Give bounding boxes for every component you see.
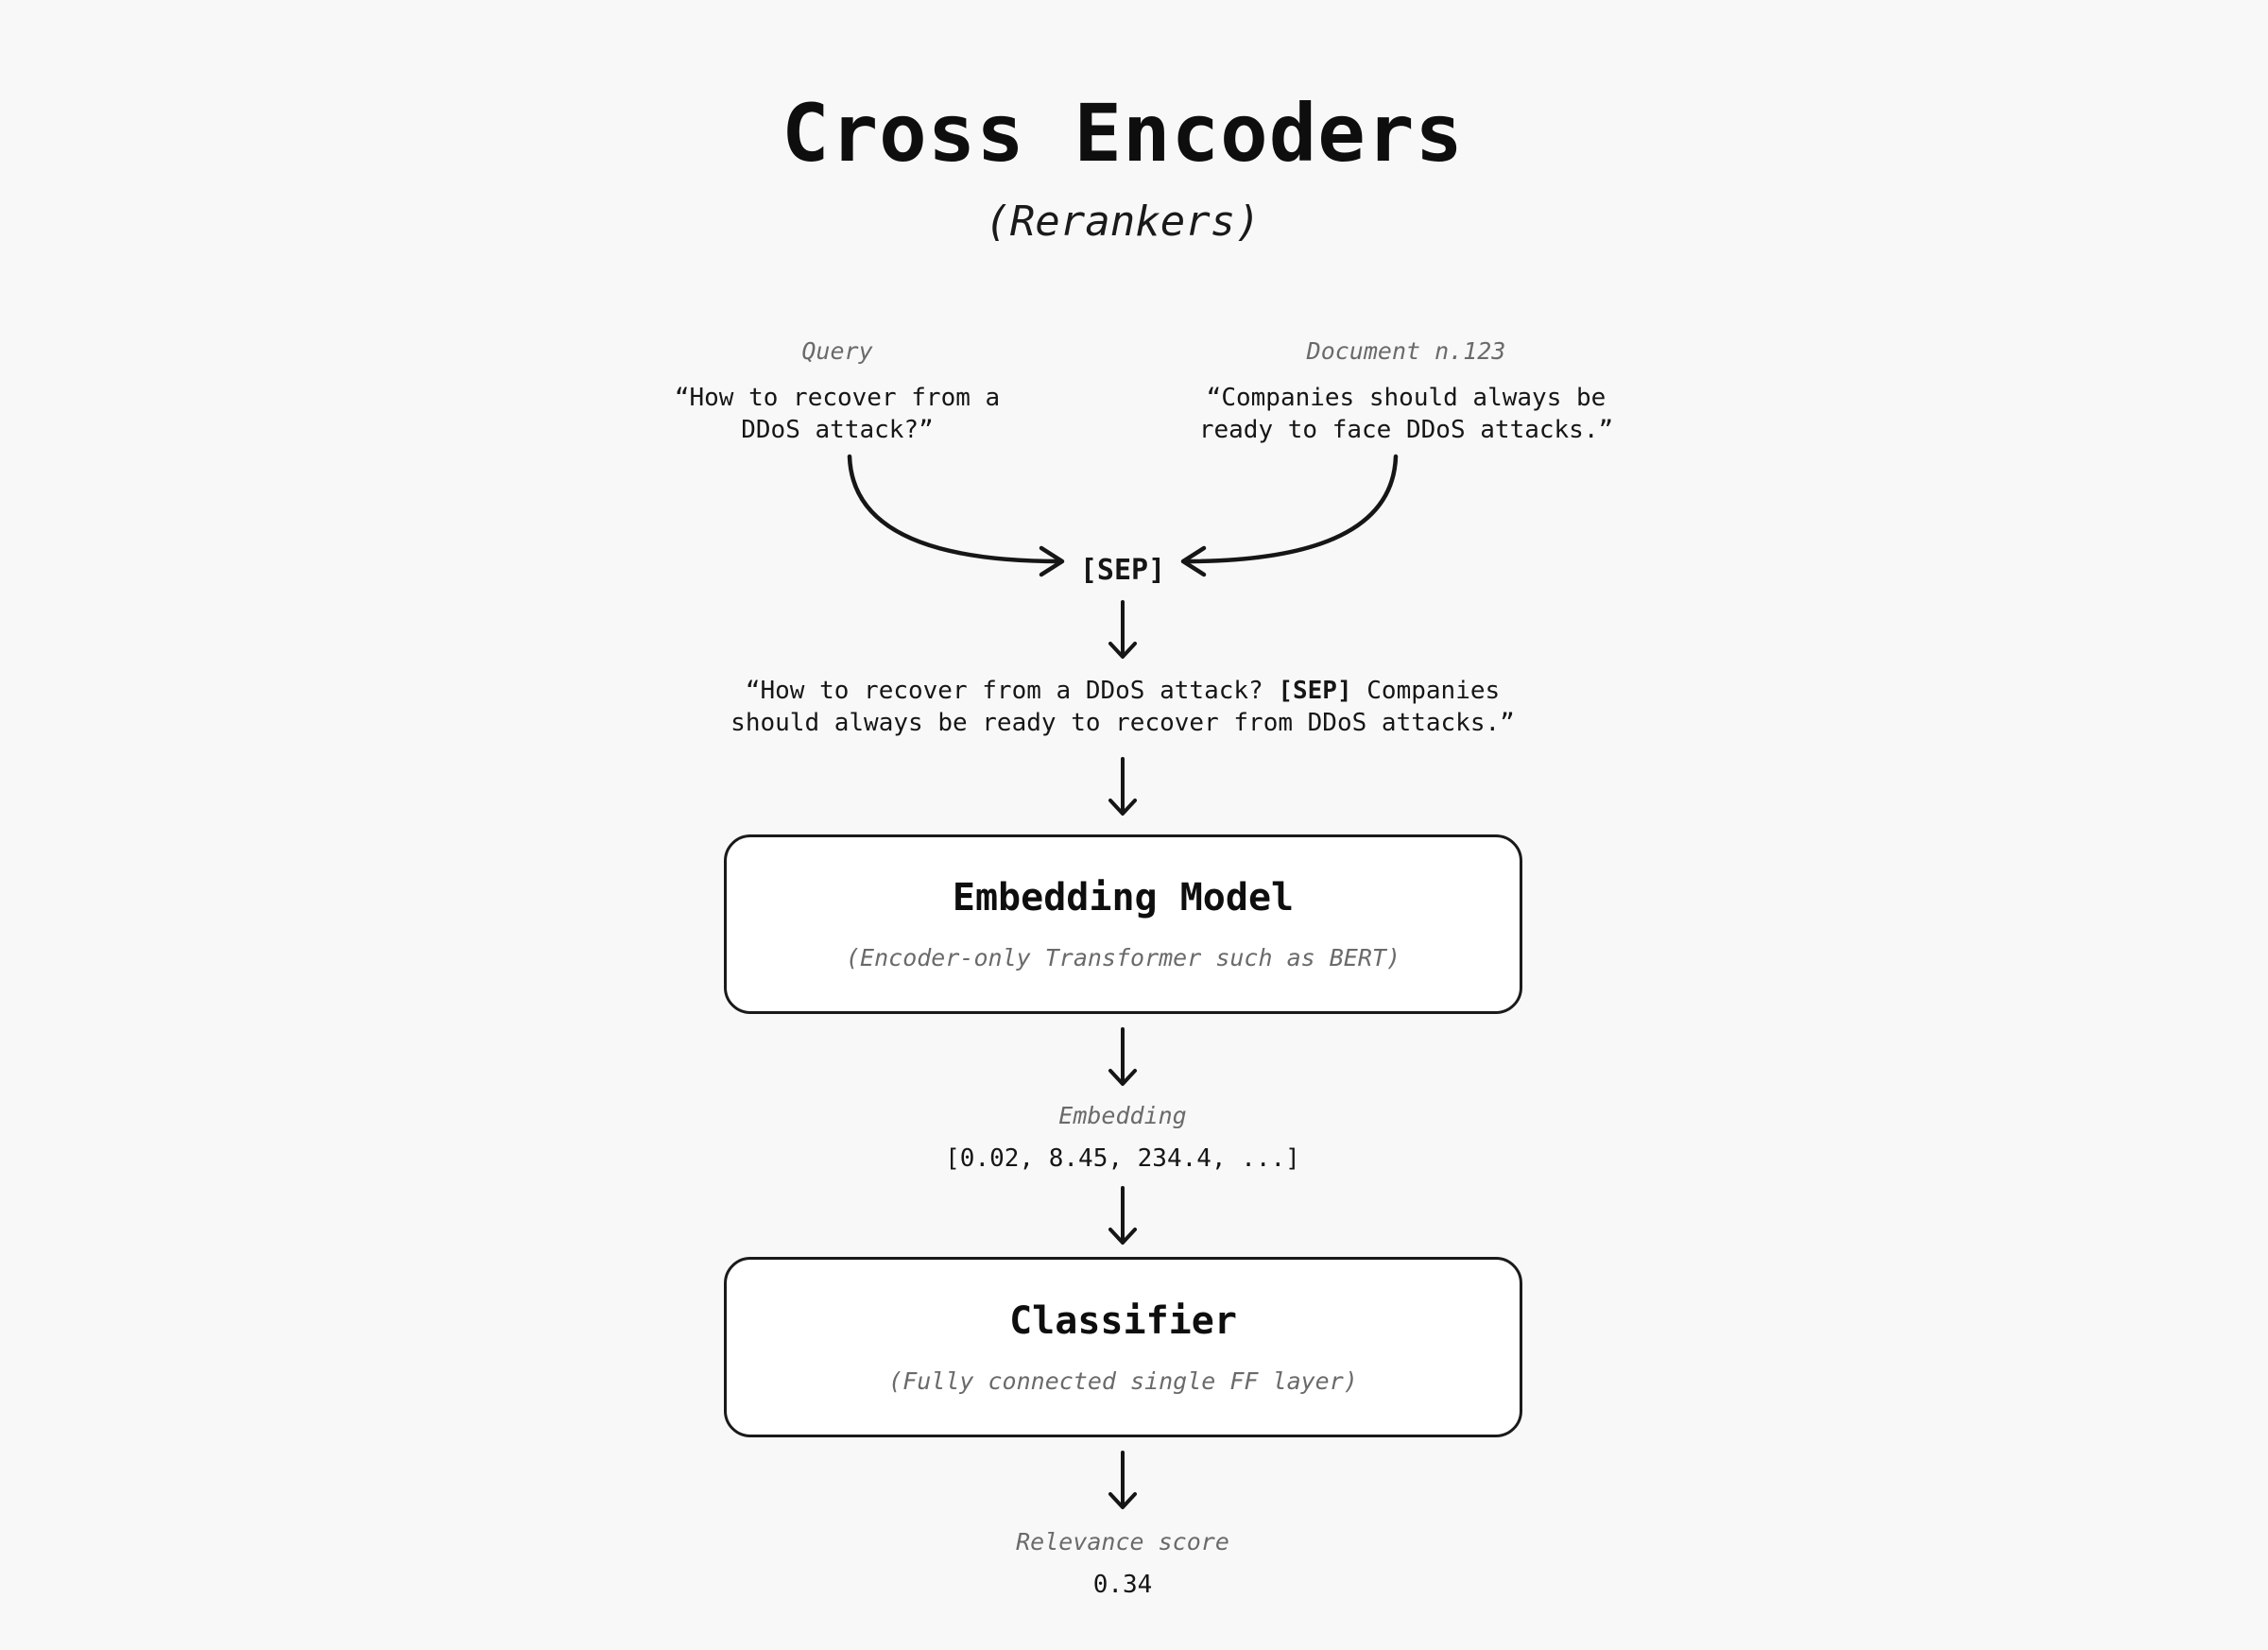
down-arrow-icon — [1108, 600, 1137, 659]
embedding-model-title: Embedding Model — [952, 876, 1295, 920]
embedding-output: Embedding [0.02, 8.45, 234.4, ...] — [945, 1101, 1300, 1175]
classifier-title: Classifier — [1009, 1298, 1237, 1343]
relevance-score-output: Relevance score 0.34 — [1016, 1527, 1229, 1601]
down-arrow-icon — [1108, 1027, 1137, 1086]
sep-to-combined-arrow — [1108, 600, 1137, 659]
query-label: Query — [801, 337, 873, 365]
model-to-embedding-arrow — [1108, 1027, 1137, 1086]
page-title: Cross Encoders — [781, 87, 1465, 180]
down-arrow-icon — [1108, 757, 1137, 816]
document-text: “Companies should always be ready to fac… — [1198, 384, 1614, 444]
combined-sep-token: [SEP] — [1278, 677, 1352, 705]
combined-to-model-arrow — [1108, 757, 1137, 816]
query-input: Query “How to recover from a DDoS attack… — [656, 336, 1019, 446]
relevance-score-value: 0.34 — [1092, 1571, 1153, 1599]
query-to-sep-arrowhead-icon — [1039, 545, 1065, 577]
combined-input-text: “How to recover from a DDoS attack? [SEP… — [707, 675, 1538, 739]
document-to-sep-arrow — [1182, 454, 1399, 564]
query-text: “How to recover from a DDoS attack?” — [674, 384, 1001, 444]
document-label: Document n.123 — [1306, 337, 1506, 365]
relevance-score-label: Relevance score — [1016, 1528, 1229, 1555]
document-input: Document n.123 “Companies should always … — [1177, 336, 1636, 446]
document-to-sep-arrowhead-icon — [1180, 545, 1207, 577]
embedding-to-classifier-arrow — [1108, 1186, 1137, 1245]
down-arrow-icon — [1108, 1186, 1137, 1245]
combined-part1: “How to recover from a DDoS attack? — [745, 677, 1279, 705]
classifier-box: Classifier (Fully connected single FF la… — [724, 1257, 1522, 1437]
embedding-model-box: Embedding Model (Encoder-only Transforme… — [724, 834, 1522, 1014]
embedding-vector: [0.02, 8.45, 234.4, ...] — [945, 1144, 1300, 1173]
embedding-label: Embedding — [1058, 1102, 1187, 1129]
page-subtitle: (Rerankers) — [985, 198, 1261, 246]
query-to-sep-arrow — [847, 454, 1063, 564]
embedding-model-subtitle: (Encoder-only Transformer such as BERT) — [846, 944, 1400, 971]
down-arrow-icon — [1108, 1451, 1137, 1509]
sep-token: [SEP] — [1079, 554, 1166, 587]
combined-part2: Companies should always be ready to reco… — [730, 677, 1515, 737]
classifier-to-score-arrow — [1108, 1451, 1137, 1509]
classifier-subtitle: (Fully connected single FF layer) — [888, 1366, 1358, 1395]
merge-arrows — [847, 454, 1399, 577]
